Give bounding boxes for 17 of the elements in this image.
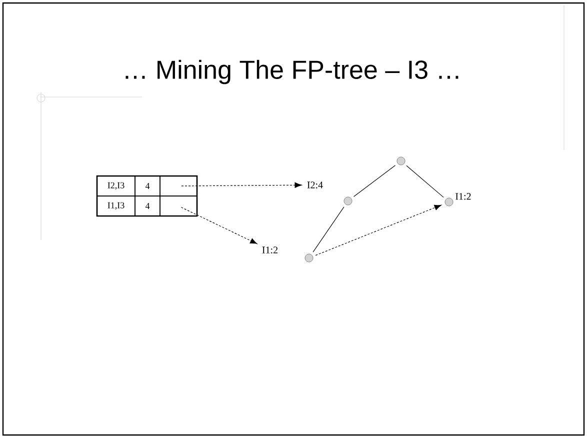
slide-title: … Mining The FP-tree – I3 …	[126, 60, 458, 84]
node-label: I2:4	[307, 182, 323, 188]
node-label: I1:2	[262, 246, 278, 254]
arrow	[315, 204, 442, 256]
tree-node	[344, 196, 352, 206]
table-cell: 4	[134, 196, 160, 216]
table-cell: I1,I3	[96, 196, 136, 216]
tree-node	[396, 156, 406, 166]
arrow	[180, 206, 258, 244]
tree-node	[444, 198, 454, 206]
table-cell	[160, 196, 198, 216]
arrow	[181, 182, 302, 188]
node-label: I1:2	[456, 193, 471, 200]
tree-node	[304, 254, 314, 262]
table-cell	[160, 176, 198, 196]
label: I2,I3	[108, 182, 124, 190]
table-cell: 4	[134, 176, 160, 196]
